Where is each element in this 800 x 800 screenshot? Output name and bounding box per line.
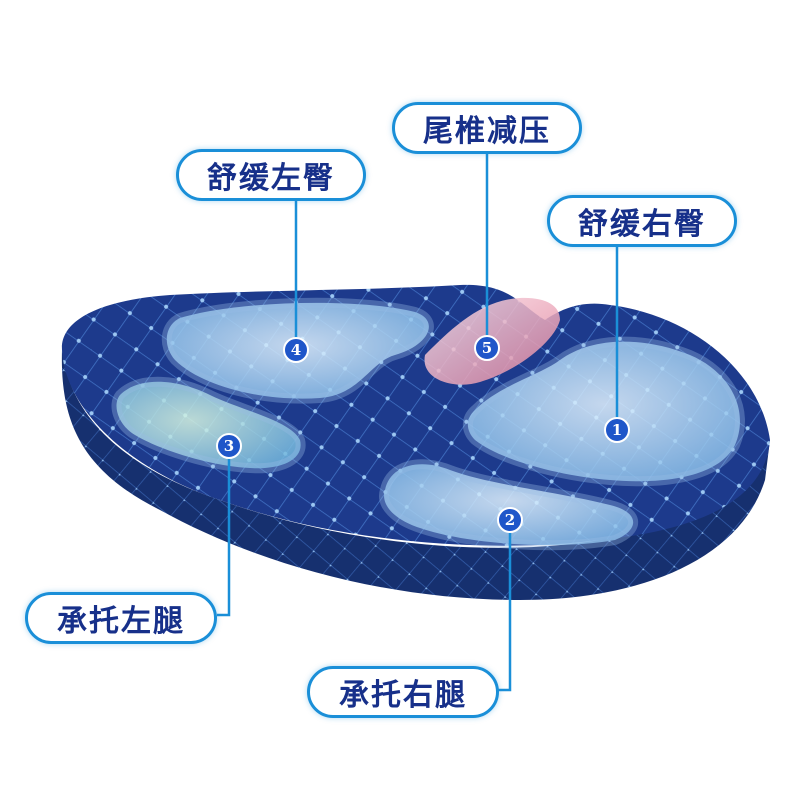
zone-left-thigh: [111, 376, 306, 474]
label-tailbone: 尾椎减压: [392, 102, 582, 154]
label-left-hip: 舒缓左臀: [176, 149, 366, 201]
zone-badge-5: 5: [474, 335, 500, 361]
zone-right-thigh: [379, 459, 639, 551]
zone-badge-4: 4: [283, 337, 309, 363]
label-right-thigh: 承托右腿: [307, 666, 499, 718]
cushion-side: [61, 350, 771, 600]
callout-lines: [217, 150, 619, 692]
label-right-hip: 舒缓右臀: [547, 195, 737, 247]
zone-badge-3: 3: [216, 433, 242, 459]
callout-line-left-thigh: [217, 447, 231, 617]
zone-badge-1: 1: [604, 417, 630, 443]
label-left-thigh: 承托左腿: [25, 592, 217, 644]
zone-right-hip: [462, 336, 745, 487]
zone-badge-2: 2: [497, 507, 523, 533]
callout-line-right-thigh: [497, 520, 512, 692]
